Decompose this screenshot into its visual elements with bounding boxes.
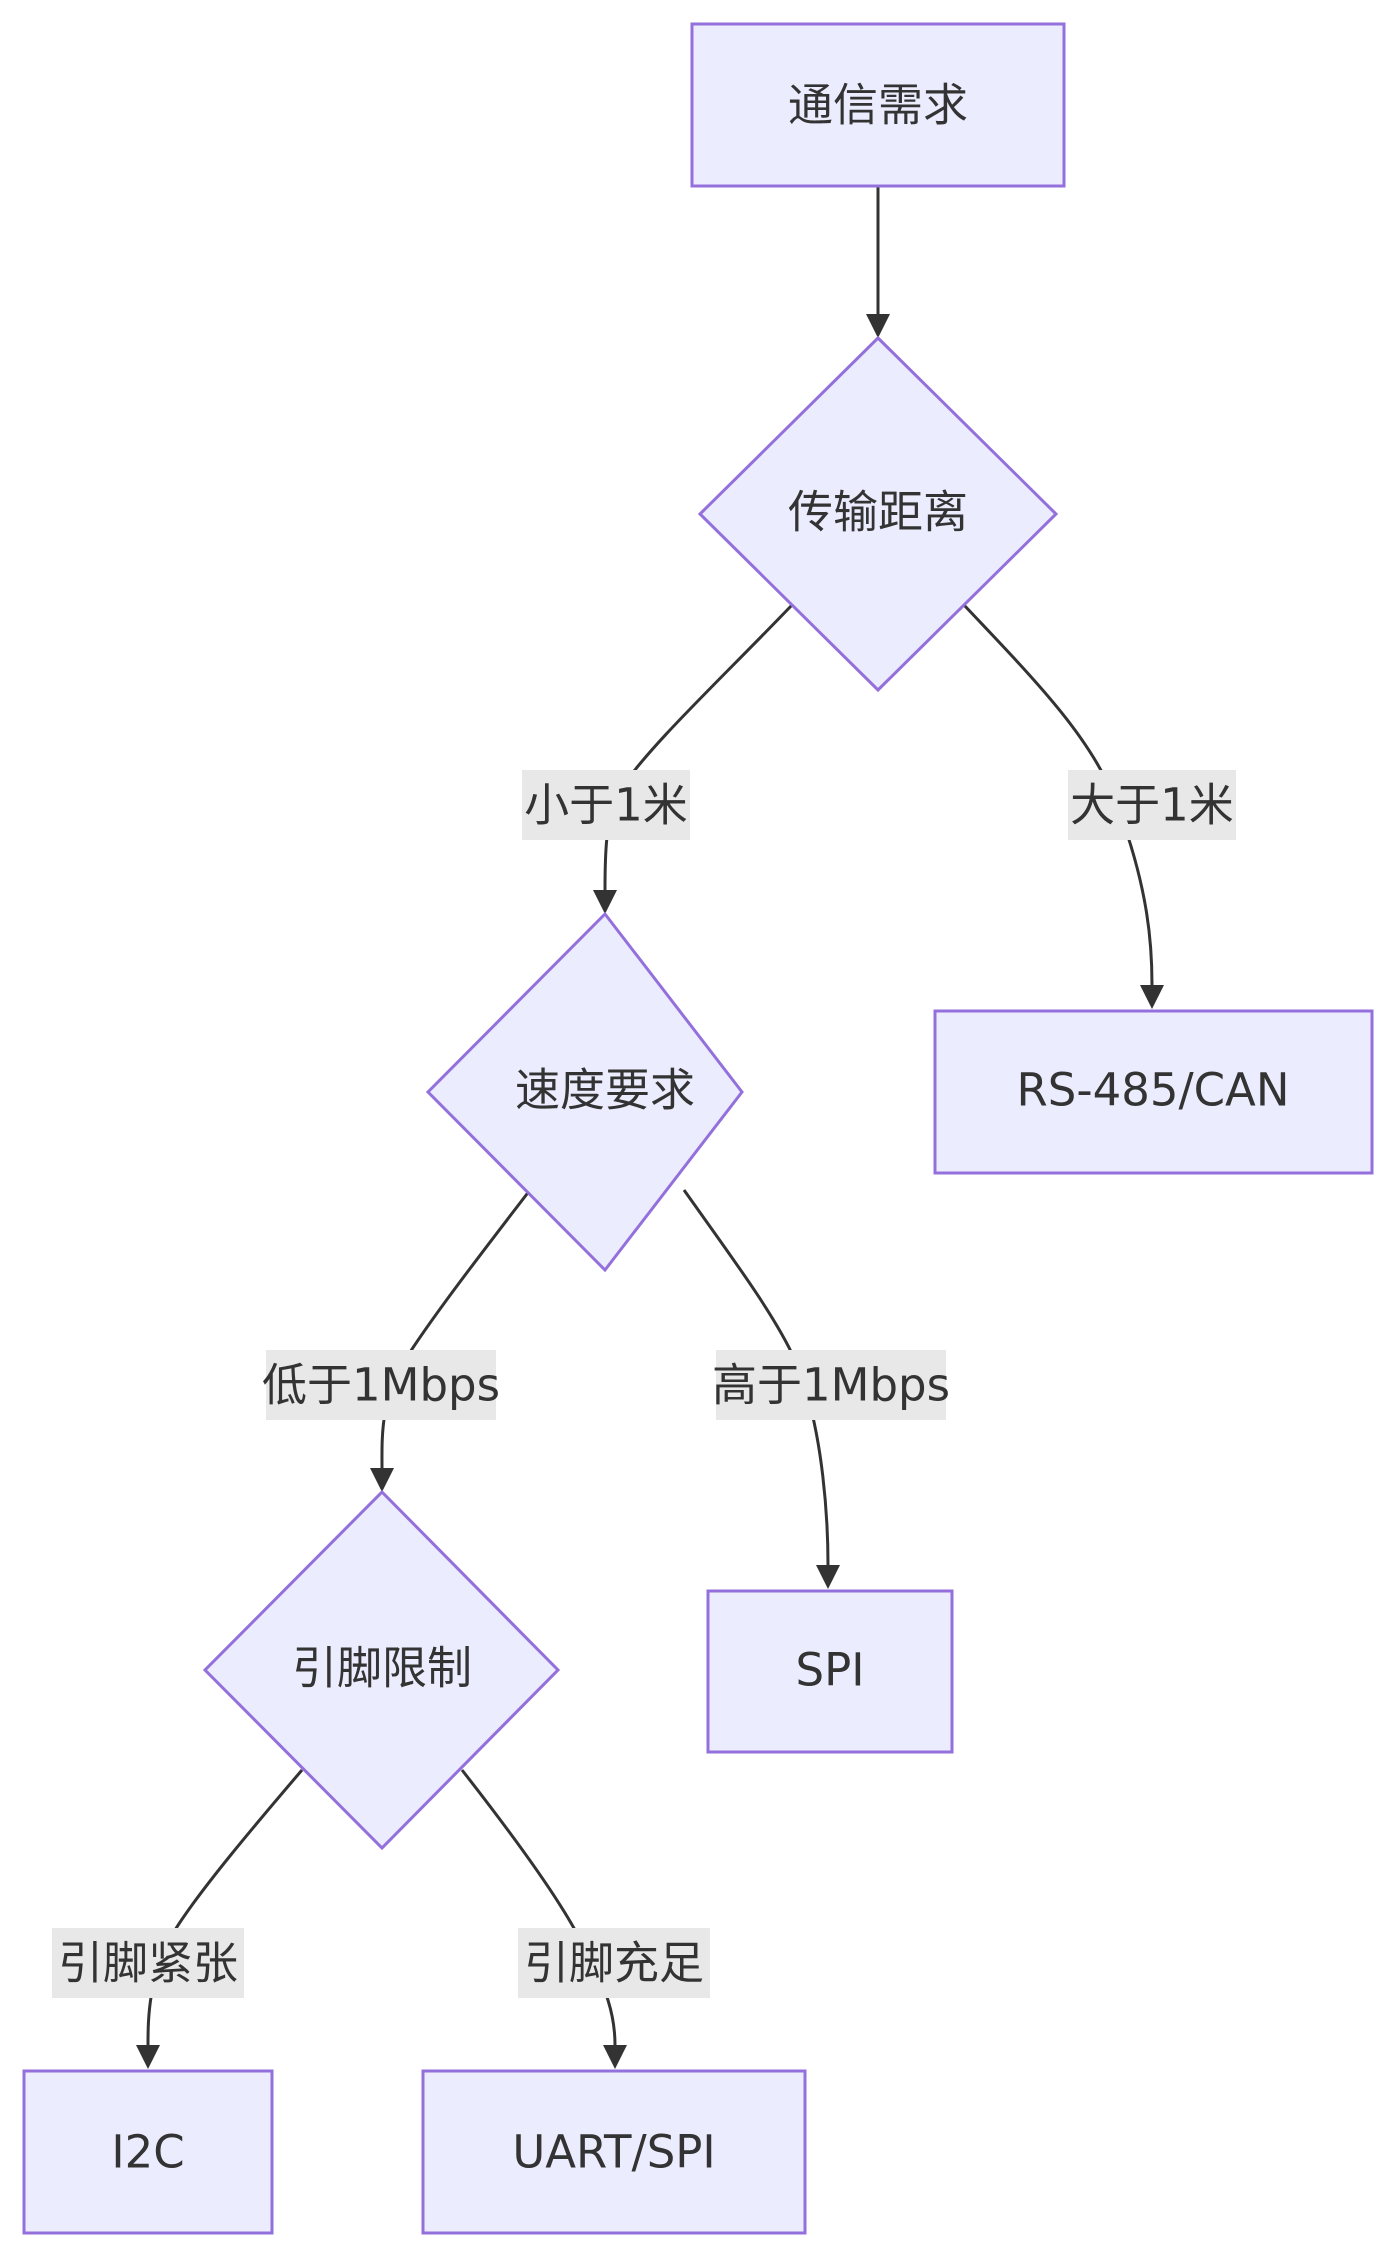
node-distance-decision: 传输距离 bbox=[697, 335, 1059, 693]
edge-label-lt-1mbps: 低于1Mbps bbox=[262, 1350, 500, 1420]
node-start-label: 通信需求 bbox=[788, 79, 968, 132]
edge-label-gt-1mbps: 高于1Mbps bbox=[712, 1350, 950, 1420]
arrowhead-pins bbox=[370, 1468, 394, 1492]
edge-label-pins-tight: 引脚紧张 bbox=[52, 1928, 244, 1998]
edge-label-pins-ample-text: 引脚充足 bbox=[524, 1937, 704, 1990]
arrowhead-rs485 bbox=[1140, 985, 1164, 1009]
node-speed-label: 速度要求 bbox=[515, 1064, 695, 1117]
edge-label-lt-1m-text: 小于1米 bbox=[524, 779, 688, 832]
arrowhead-uart-spi bbox=[603, 2045, 627, 2069]
edge-label-gt-1mbps-text: 高于1Mbps bbox=[712, 1359, 950, 1412]
edge-speed-to-pins bbox=[380, 1189, 532, 1469]
arrowhead-distance bbox=[866, 314, 890, 338]
edge-pins-to-uart-spi bbox=[460, 1769, 617, 2046]
node-spi-label: SPI bbox=[796, 1644, 865, 1697]
edge-label-pins-tight-text: 引脚紧张 bbox=[58, 1937, 238, 1990]
node-pins-label: 引脚限制 bbox=[292, 1642, 472, 1695]
edge-label-pins-ample: 引脚充足 bbox=[518, 1928, 710, 1998]
arrowhead-speed bbox=[593, 890, 617, 914]
node-i2c: I2C bbox=[22, 2069, 274, 2235]
node-spi: SPI bbox=[706, 1589, 954, 1754]
edge-label-lt-1mbps-text: 低于1Mbps bbox=[262, 1359, 500, 1412]
edge-label-gt-1m-text: 大于1米 bbox=[1070, 779, 1234, 832]
edge-pins-to-i2c bbox=[146, 1769, 304, 2046]
node-uart-spi: UART/SPI bbox=[421, 2069, 807, 2235]
arrowhead-i2c bbox=[136, 2045, 160, 2069]
node-rs485-label: RS-485/CAN bbox=[1017, 1064, 1290, 1117]
node-uart-spi-label: UART/SPI bbox=[512, 2126, 715, 2179]
node-i2c-label: I2C bbox=[111, 2126, 184, 2179]
node-distance-label: 传输距离 bbox=[788, 486, 968, 539]
arrowhead-spi bbox=[816, 1565, 840, 1589]
node-pins-decision: 引脚限制 bbox=[202, 1489, 561, 1851]
node-rs485: RS-485/CAN bbox=[933, 1009, 1374, 1175]
edge-distance-to-speed bbox=[603, 603, 794, 891]
node-speed-decision: 速度要求 bbox=[425, 911, 744, 1273]
edge-label-gt-1m: 大于1米 bbox=[1068, 770, 1236, 840]
edge-label-lt-1m: 小于1米 bbox=[522, 770, 690, 840]
node-start: 通信需求 bbox=[690, 22, 1066, 188]
